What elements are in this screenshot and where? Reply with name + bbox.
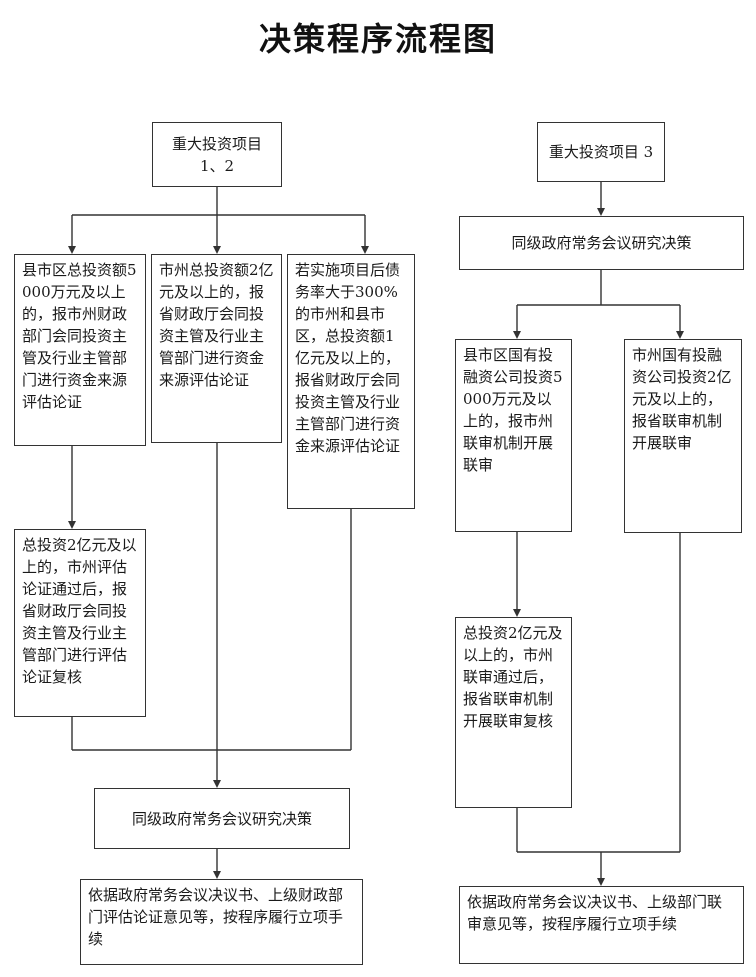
node-high-debt-investment-evaluation: 若实施项目后债务率大于300%的市州和县市区，总投资额1亿元及以上的，报省财政厅… bbox=[287, 254, 415, 509]
node-provincial-joint-review: 总投资2亿元及以上的，市州联审通过后，报省联审机制开展联审复核 bbox=[455, 617, 572, 808]
node-left-government-decision: 同级政府常务会议研究决策 bbox=[94, 788, 350, 849]
node-county-joint-review: 县市区国有投融资公司投资5000万元及以上的，报市州联审机制开展联审 bbox=[455, 339, 572, 532]
node-county-investment-evaluation: 县市区总投资额5000万元及以上的，报市州财政部门会同投资主管及行业主管部门进行… bbox=[14, 254, 146, 446]
node-city-investment-evaluation: 市州总投资额2亿元及以上的，报省财政厅会同投资主管及行业主管部门进行资金来源评估… bbox=[151, 254, 282, 443]
node-left-project-approval: 依据政府常务会议决议书、上级财政部门评估论证意见等，按程序履行立项手续 bbox=[80, 879, 363, 965]
start-node-projects-3: 重大投资项目 3 bbox=[537, 122, 665, 182]
start-node-projects-1-2: 重大投资项目 1、2 bbox=[152, 122, 282, 187]
page-title: 决策程序流程图 bbox=[258, 20, 497, 58]
node-provincial-review: 总投资2亿元及以上的，市州评估论证通过后，报省财政厅会同投资主管及行业主管部门进… bbox=[14, 529, 146, 717]
node-city-joint-review: 市州国有投融资公司投资2亿元及以上的，报省联审机制开展联审 bbox=[624, 339, 742, 533]
node-right-project-approval: 依据政府常务会议决议书、上级部门联审意见等，按程序履行立项手续 bbox=[459, 886, 744, 964]
node-right-government-decision: 同级政府常务会议研究决策 bbox=[459, 216, 744, 270]
